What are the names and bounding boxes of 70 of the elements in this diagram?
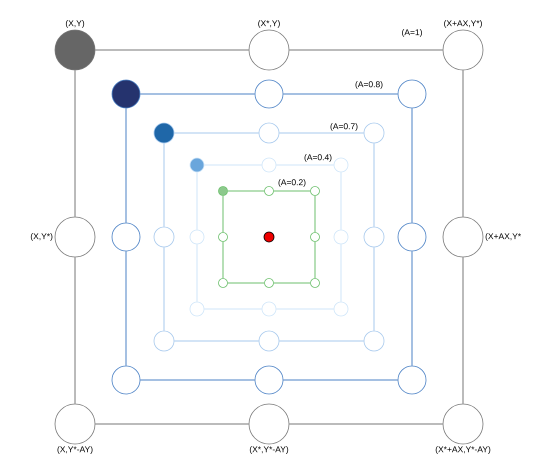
node-label: (X,Y*-AY) — [58, 446, 93, 454]
node-label: (X,Y) — [66, 20, 84, 28]
node-label: (X+AX,Y*) — [444, 20, 482, 28]
connector-line — [227, 190, 265, 192]
grid-circle — [334, 230, 348, 244]
connector-line — [174, 340, 260, 342]
grid-circle — [364, 330, 384, 352]
grid-circle — [264, 278, 274, 288]
grid-circle — [154, 226, 174, 248]
connector-line — [222, 195, 224, 233]
connector-line — [174, 132, 260, 134]
connector-line — [196, 172, 198, 230]
grid-circle — [254, 80, 284, 108]
connector-line — [227, 282, 265, 284]
connector-line — [314, 241, 316, 279]
connector-line — [273, 190, 311, 192]
grid-circle — [398, 222, 426, 252]
parameter-label: (A=1) — [400, 28, 424, 38]
node-label: (X*,Y*-AY) — [250, 446, 288, 454]
connector-line — [276, 308, 334, 310]
grid-circle — [218, 278, 228, 288]
connector-line — [74, 256, 76, 404]
grid-circle — [334, 158, 348, 172]
grid-circle — [190, 158, 204, 172]
grid-circle — [398, 80, 426, 108]
connector-line — [204, 308, 262, 310]
grid-circle — [254, 366, 284, 394]
connector-line — [204, 164, 262, 166]
grid-circle — [398, 366, 426, 394]
node-label: (X*,Y) — [258, 20, 280, 28]
connector-line — [462, 70, 464, 218]
connector-line — [74, 70, 76, 218]
grid-circle — [264, 186, 274, 196]
connector-line — [273, 282, 311, 284]
parameter-label: (A=0.4) — [303, 153, 333, 163]
connector-line — [340, 172, 342, 230]
grid-circle — [364, 226, 384, 248]
node-label: (X*+AX,Y*-AY) — [436, 446, 490, 454]
grid-circle — [310, 186, 320, 196]
connector-line — [278, 340, 364, 342]
connector-line — [276, 164, 334, 166]
grid-circle — [112, 80, 140, 108]
grid-circle — [334, 302, 348, 316]
center-dot — [264, 232, 274, 242]
connector-line — [314, 195, 316, 233]
connector-line — [222, 241, 224, 279]
parameter-label: (A=0.8) — [354, 80, 384, 90]
grid-circle — [364, 122, 384, 144]
grid-circle — [262, 302, 276, 316]
grid-circle — [258, 330, 280, 352]
grid-circle — [112, 222, 140, 252]
grid-circle — [258, 122, 280, 144]
connector-line — [278, 132, 364, 134]
parameter-label: (A=0.7) — [329, 122, 359, 132]
grid-circle — [310, 232, 320, 242]
node-label: (X+AX,Y* — [486, 233, 521, 241]
connector-line — [340, 244, 342, 302]
grid-circle — [190, 302, 204, 316]
connector-line — [196, 244, 198, 302]
parameter-label: (A=0.2) — [277, 178, 307, 188]
grid-circle — [262, 158, 276, 172]
grid-circle — [218, 232, 228, 242]
grid-circle — [112, 366, 140, 394]
grid-circle — [218, 186, 228, 196]
grid-circle — [154, 330, 174, 352]
connector-line — [462, 256, 464, 404]
grid-circle — [154, 122, 174, 144]
node-label: (X,Y*) — [30, 233, 52, 241]
grid-circle — [310, 278, 320, 288]
grid-circle — [190, 230, 204, 244]
